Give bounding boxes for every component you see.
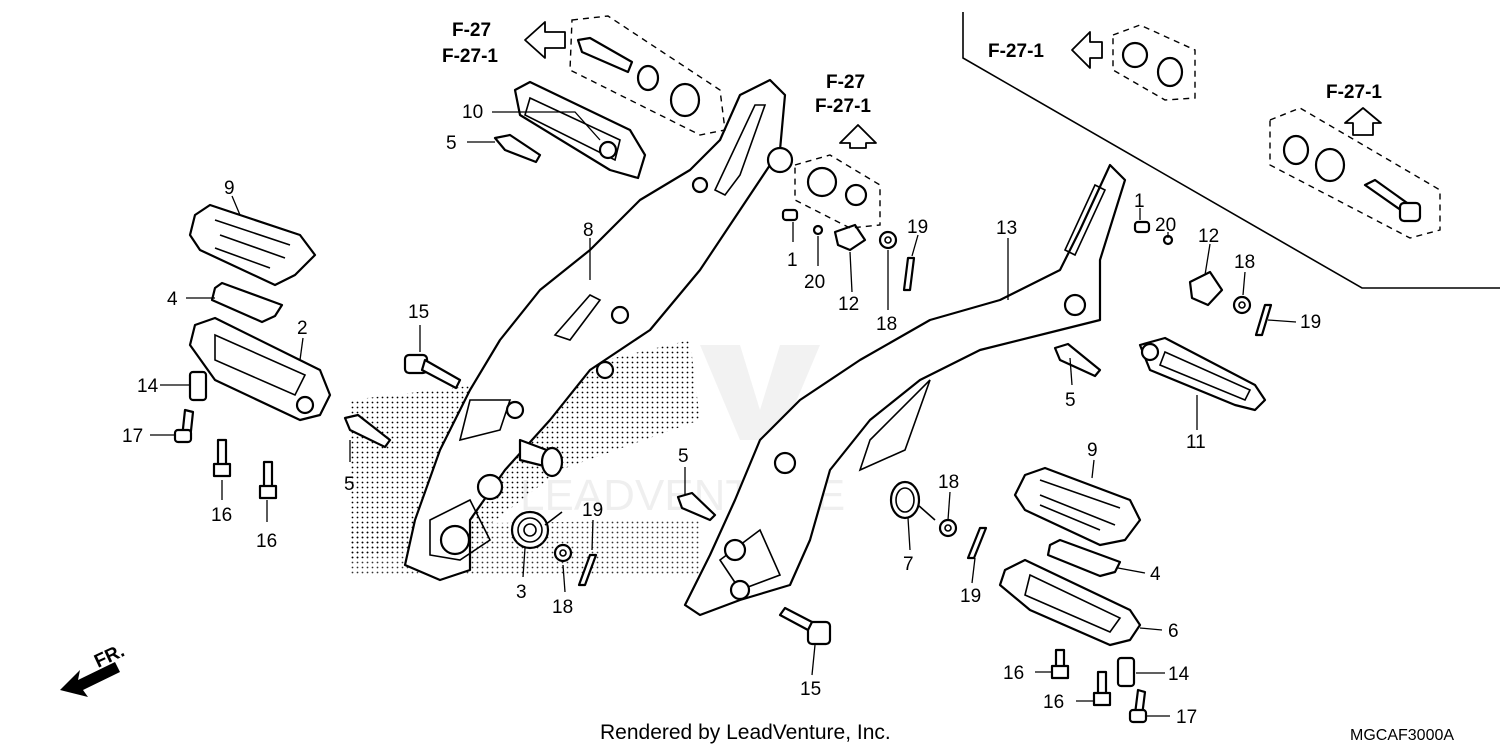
callout-12: 12	[838, 294, 859, 315]
callout-4: 4	[167, 289, 178, 310]
callout-5: 5	[344, 474, 355, 495]
screws-right	[1050, 648, 1148, 724]
footpeg-rubber-9-right	[1013, 466, 1142, 547]
small-hardware	[553, 208, 1273, 587]
footpeg-rubber-9-left	[188, 203, 317, 287]
callout-18: 18	[938, 472, 959, 493]
callout-16: 16	[1043, 692, 1064, 713]
callout-18: 18	[876, 314, 897, 335]
screws-left	[173, 408, 278, 500]
footpeg-11	[1138, 336, 1267, 412]
callout-16: 16	[1003, 663, 1024, 684]
callout-1: 1	[1134, 191, 1145, 212]
arrow-top-left	[524, 21, 566, 59]
left-step-bracket	[403, 78, 794, 582]
callout-12: 12	[1198, 226, 1219, 247]
arrow-top-right	[1071, 31, 1103, 69]
ref-top-left-2: F-27-1	[442, 46, 498, 67]
footpeg-6-right	[998, 558, 1142, 647]
callout-5: 5	[1065, 390, 1076, 411]
diagram-code: MGCAF3000A	[1350, 727, 1454, 744]
reference-labels: F-27 F-27-1 F-27 F-27-1 F-27-1 F-27-1	[442, 20, 1382, 117]
callout-16: 16	[256, 531, 277, 552]
callout-9: 9	[1087, 440, 1098, 461]
callout-8: 8	[583, 220, 594, 241]
callout-4: 4	[1150, 564, 1161, 585]
ref-top-left-1: F-27	[452, 20, 491, 41]
section-divider	[962, 12, 1500, 289]
callout-17: 17	[122, 426, 143, 447]
callout-15: 15	[800, 679, 821, 700]
collar-14-right	[1116, 656, 1136, 688]
plate-4-left	[210, 281, 284, 324]
bushing-group-top-left	[569, 15, 726, 136]
ref-right-box: F-27-1	[1326, 82, 1382, 103]
callout-7: 7	[903, 554, 914, 575]
callout-18: 18	[552, 597, 573, 618]
ref-top-center-2: F-27-1	[815, 96, 871, 117]
callout-11: 11	[1186, 432, 1206, 453]
ref-top-right: F-27-1	[988, 41, 1044, 62]
callouts: 10 5 9 4 2 14 17 16 16 15 5 8 3 18 19 1 …	[122, 102, 1321, 728]
right-step-bracket	[683, 163, 1127, 617]
callout-9: 9	[224, 178, 235, 199]
callout-19: 19	[1300, 312, 1321, 333]
footer-credit: Rendered by LeadVenture, Inc.	[600, 721, 891, 744]
callout-2: 2	[297, 318, 308, 339]
bushing-group-right	[1269, 107, 1441, 239]
callout-16: 16	[211, 505, 232, 526]
callout-1: 1	[787, 250, 798, 271]
callout-20: 20	[1155, 215, 1176, 236]
spring-7	[889, 480, 936, 521]
bushing-group-top-right	[1112, 24, 1196, 101]
callout-14: 14	[1168, 664, 1190, 685]
bushing-group-top-center	[794, 154, 881, 229]
callout-20: 20	[804, 272, 825, 293]
arrow-right-box	[1344, 107, 1382, 136]
bolt-15-right	[778, 606, 832, 646]
callout-18: 18	[1234, 252, 1255, 273]
callout-19: 19	[960, 586, 981, 607]
callout-5: 5	[446, 133, 457, 154]
bolts-5	[343, 133, 1102, 522]
callout-10: 10	[462, 102, 483, 123]
callout-6: 6	[1168, 621, 1179, 642]
callout-15: 15	[408, 302, 429, 323]
callout-13: 13	[996, 218, 1017, 239]
callout-19: 19	[907, 217, 928, 238]
plate-4-right	[1046, 538, 1122, 578]
footpeg-10	[513, 80, 647, 180]
front-direction-arrow: FR.	[60, 641, 128, 697]
front-label: FR.	[91, 641, 128, 673]
bolt-15-left	[403, 353, 462, 390]
leader-lines	[150, 111, 1297, 717]
ref-top-center-1: F-27	[826, 72, 865, 93]
callout-5: 5	[678, 446, 689, 467]
callout-14: 14	[137, 376, 159, 397]
collar-14-left	[188, 370, 208, 402]
callout-17: 17	[1176, 707, 1197, 728]
callout-3: 3	[516, 582, 527, 603]
spring-3	[510, 510, 563, 550]
footpeg-2-left	[188, 316, 332, 422]
arrow-top-center	[839, 124, 877, 149]
callout-19: 19	[582, 500, 603, 521]
